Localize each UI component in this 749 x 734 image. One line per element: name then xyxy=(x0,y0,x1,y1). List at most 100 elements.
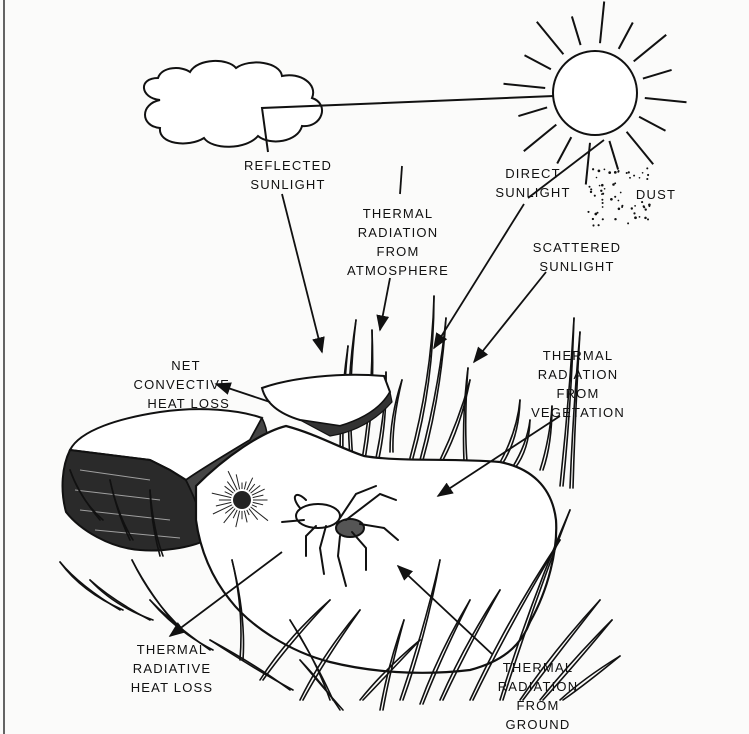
grass-blade xyxy=(231,559,245,661)
grass-blade xyxy=(502,509,571,701)
grass-blade xyxy=(59,561,124,611)
spot-ray xyxy=(224,506,234,514)
label-dust: DUST xyxy=(628,185,684,204)
dust-dot xyxy=(634,216,637,220)
dust-dot xyxy=(612,183,615,186)
label-line: SUNLIGHT xyxy=(495,185,571,200)
sun-ray xyxy=(536,21,565,55)
sun-ray xyxy=(642,68,672,80)
dust-dot xyxy=(625,171,628,175)
grass-blade xyxy=(542,619,613,701)
dust-dot xyxy=(630,207,633,210)
sun-ray xyxy=(570,16,582,46)
hot-spot xyxy=(211,470,269,528)
grass-blade xyxy=(412,295,435,459)
sun-ray xyxy=(524,54,552,71)
grass-blade xyxy=(302,609,361,701)
grass-blade xyxy=(402,559,441,701)
dust-dot xyxy=(608,171,612,174)
dust-dot xyxy=(646,218,650,221)
spot-ray xyxy=(252,501,264,506)
sun-icon xyxy=(503,1,687,185)
grass-blade xyxy=(109,479,134,541)
dust-dot xyxy=(641,201,644,204)
convective-heat-arrow xyxy=(214,382,271,403)
sun-ray xyxy=(556,136,573,164)
dust-dot xyxy=(614,182,617,185)
label-thermal-radiation-ground: THERMAL RADIATION FROM GROUND xyxy=(486,658,590,734)
sun-ray xyxy=(617,22,634,50)
dust-dot xyxy=(619,191,622,194)
label-thermal-radiation-vegetation: THERMAL RADIATION FROM VEGETATION xyxy=(522,346,634,422)
dust-dot xyxy=(641,171,644,174)
spot-ray xyxy=(243,481,247,490)
dust-dot xyxy=(648,205,651,208)
grass-blade xyxy=(299,659,344,711)
label-line: RADIATIVE xyxy=(132,661,212,676)
grass-blade xyxy=(289,619,334,701)
dust-dot xyxy=(638,176,641,179)
label-direct-sunlight: DIRECT SUNLIGHT xyxy=(484,164,582,202)
scattered-sunlight-arrow xyxy=(472,271,547,364)
grass-blade xyxy=(439,589,501,701)
sun-ray xyxy=(599,1,606,44)
direct-sunlight-arrow xyxy=(527,139,605,199)
spot-ray xyxy=(235,474,241,490)
dust-dot xyxy=(633,212,636,215)
grass-blade xyxy=(89,579,154,621)
spot-ray xyxy=(232,509,238,519)
label-line: SUNLIGHT xyxy=(539,259,615,274)
spot-ray xyxy=(252,494,264,499)
label-line: THERMAL xyxy=(542,348,614,363)
label-line: SCATTERED xyxy=(532,240,622,255)
dust-dot xyxy=(597,224,600,227)
label-reflected-sunlight: REFLECTED SUNLIGHT xyxy=(233,156,343,194)
grass-blade xyxy=(562,317,575,487)
grass-blade xyxy=(519,599,601,701)
sun-ray xyxy=(523,123,557,152)
sun-ray xyxy=(584,142,591,185)
vegetation-radiation-arrow xyxy=(436,415,561,497)
dust-dot xyxy=(595,176,598,179)
radiative-heat-loss-arrow xyxy=(168,551,283,637)
label-line: SUNLIGHT xyxy=(250,177,326,192)
reflection-path-line xyxy=(260,95,555,153)
dust-dot xyxy=(634,205,636,207)
dust-dot xyxy=(598,184,601,187)
sun-ray xyxy=(644,97,687,104)
grass-blade xyxy=(209,639,294,691)
dust-dot xyxy=(644,216,647,220)
grass-blade xyxy=(500,399,521,467)
label-line: REFLECTED xyxy=(243,158,333,173)
dust-dot xyxy=(592,224,595,227)
dust-dot xyxy=(591,168,595,171)
spot-ray xyxy=(224,485,234,494)
sun-ray xyxy=(633,34,667,63)
dust-dot xyxy=(603,187,606,190)
spot-ray xyxy=(223,508,236,524)
dust-dot xyxy=(603,168,606,171)
spot-ray xyxy=(215,501,232,507)
reflected-sunlight-arrow xyxy=(281,193,325,354)
dust-dot xyxy=(617,207,621,211)
grass-blade xyxy=(464,367,469,463)
label-line: RADIATION xyxy=(537,367,619,382)
spot-ray xyxy=(246,509,250,516)
spot-ray xyxy=(211,492,232,499)
dust-dot xyxy=(601,193,603,195)
grass-blade xyxy=(442,379,471,461)
label-line: THERMAL xyxy=(502,660,574,675)
grass-blade xyxy=(262,599,331,681)
label-line: ATMOSPHERE xyxy=(346,263,450,278)
dust-dot xyxy=(614,217,617,221)
grass-blade xyxy=(382,619,405,711)
main-rock xyxy=(194,424,558,674)
dust-dot xyxy=(646,167,649,170)
dust-dot xyxy=(601,218,604,221)
dust-dot xyxy=(601,206,604,208)
dust-dot xyxy=(601,183,604,187)
dust-dot xyxy=(594,212,598,216)
grass-blade xyxy=(69,469,104,521)
dust-dot xyxy=(638,216,641,218)
dust-dot xyxy=(647,173,650,177)
